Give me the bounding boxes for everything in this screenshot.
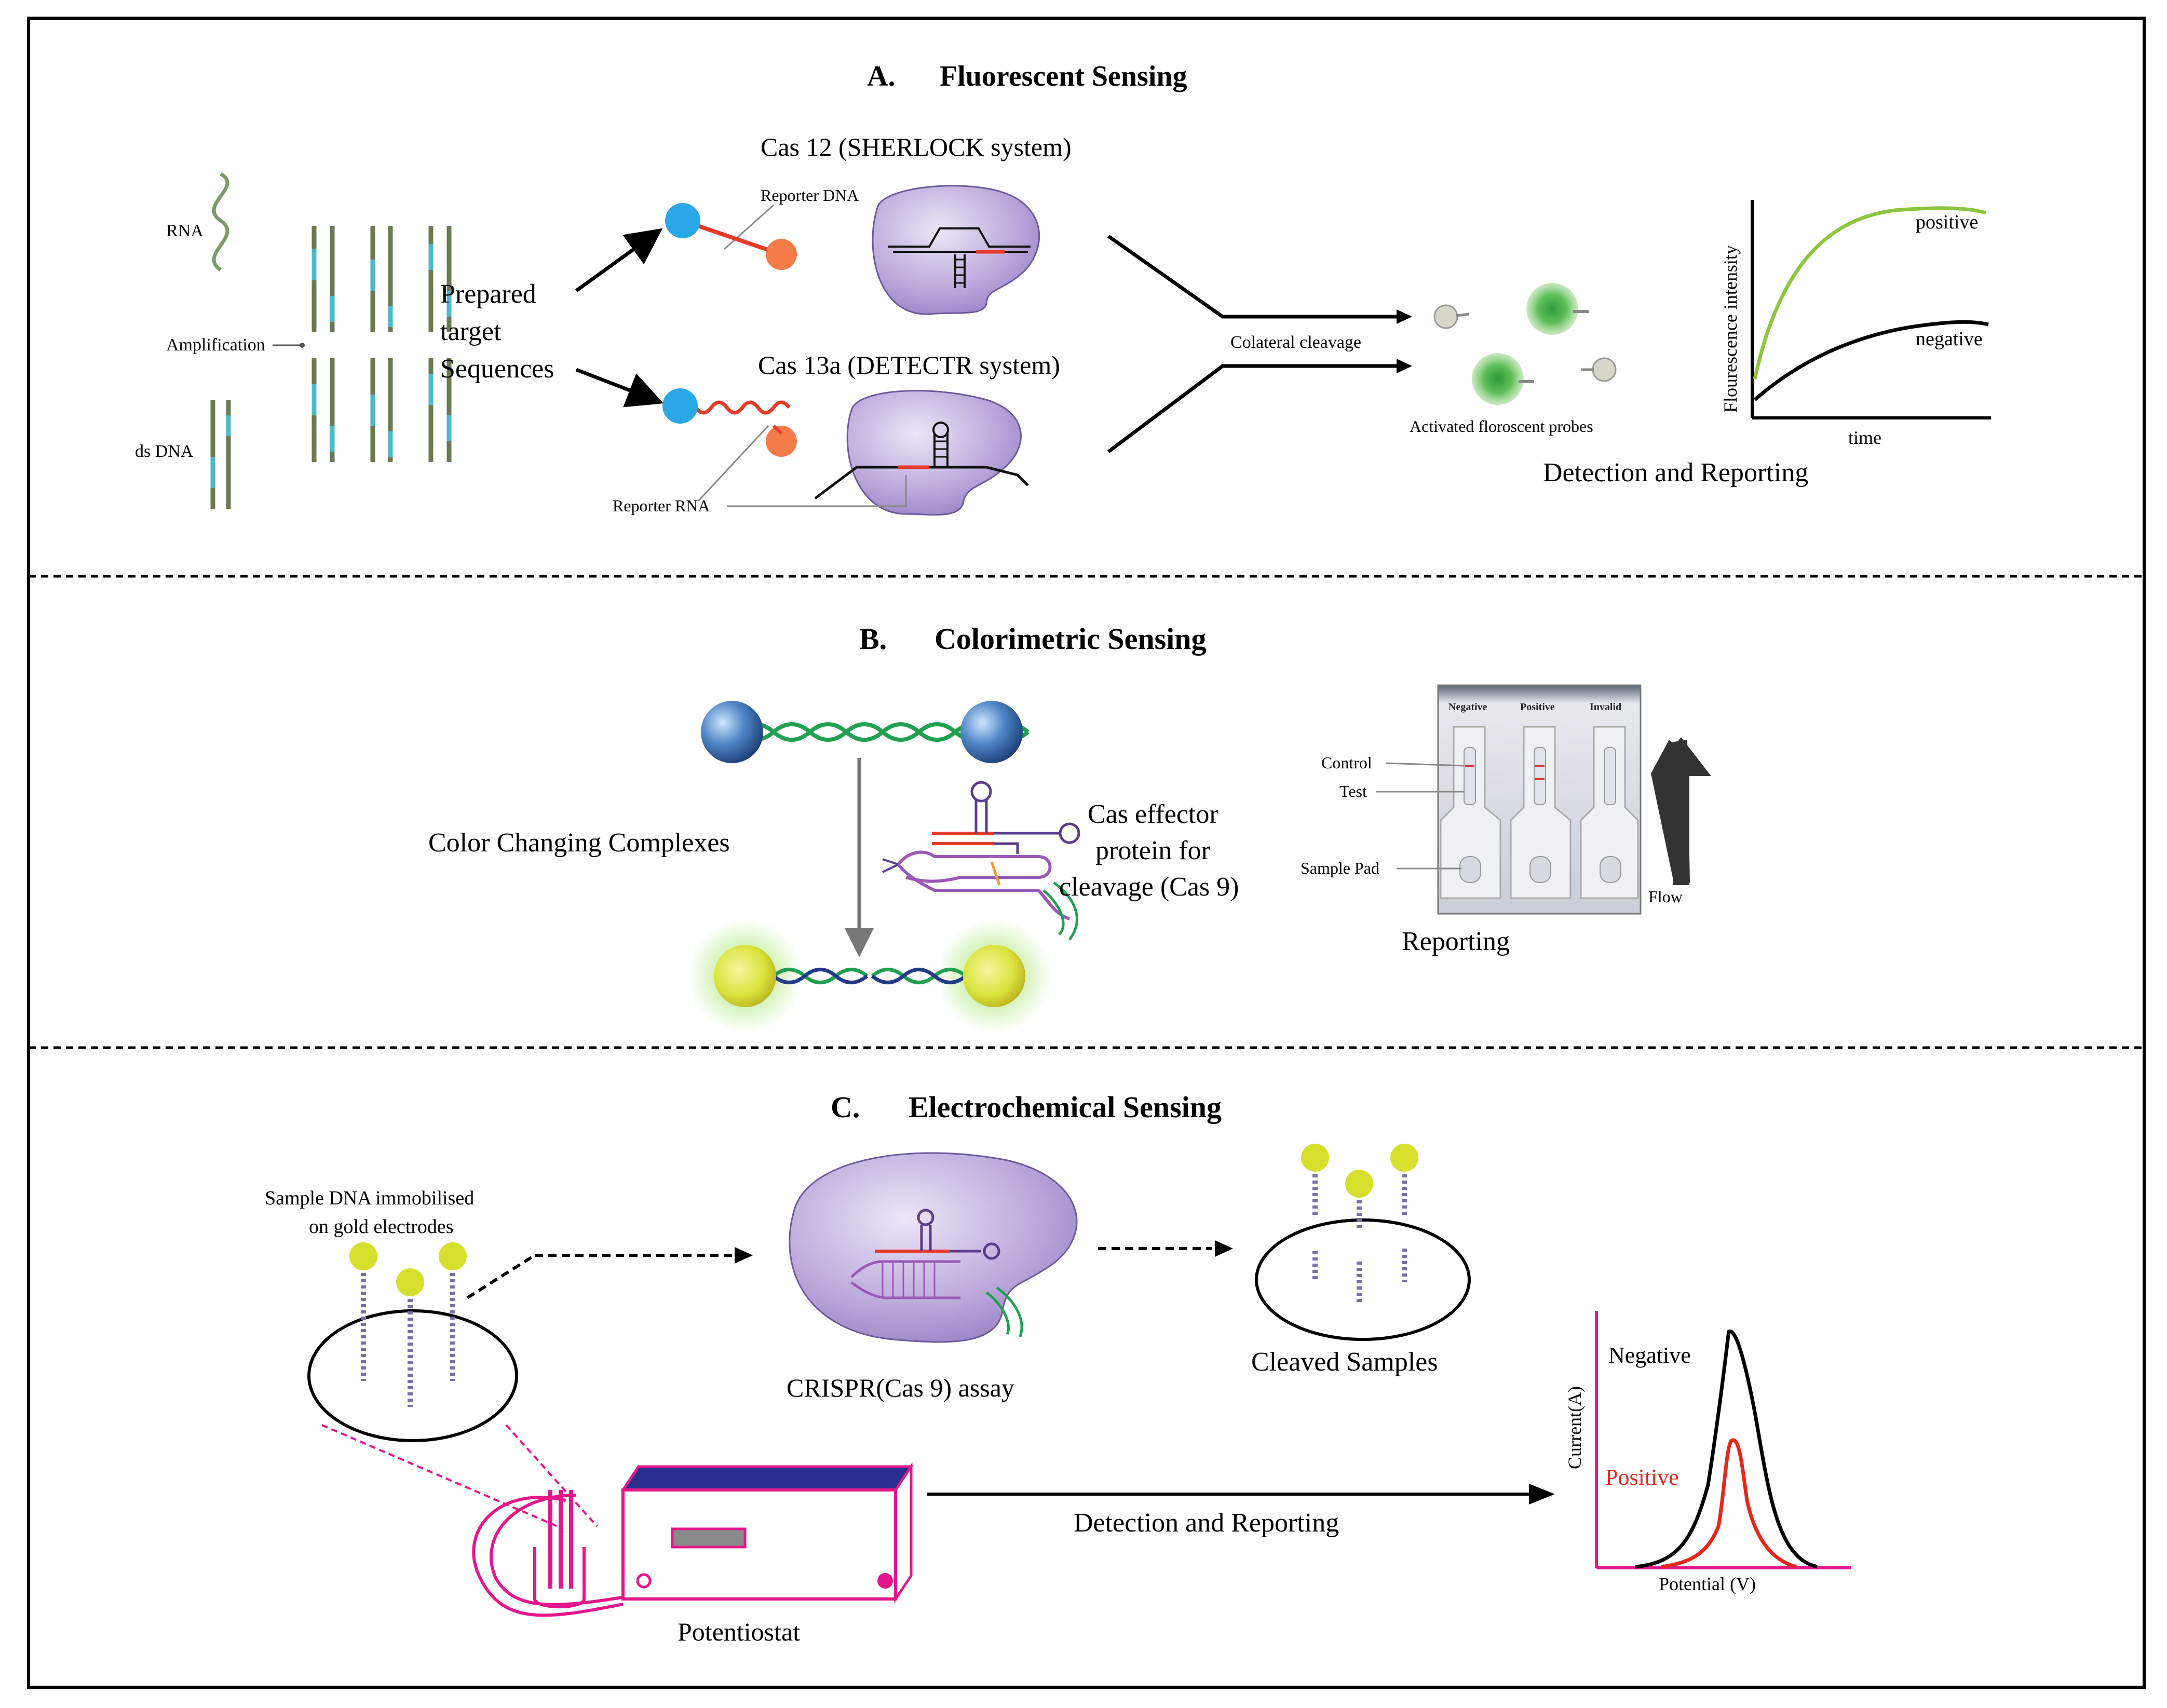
gold-nanoparticle-icon	[960, 701, 1023, 763]
prepared-target-line2: target	[440, 317, 502, 346]
plot-c-xlabel: Potential (V)	[1659, 1574, 1756, 1594]
panel-c: C. Electrochemical Sensing Sample DNA im…	[265, 1090, 1851, 1646]
negative-peak-curve	[1635, 1330, 1818, 1569]
cas-effector-line3: cleavage (Cas 9)	[1059, 872, 1239, 902]
strip-invalid	[1580, 726, 1639, 899]
crispr-assay-label: CRISPR(Cas 9) assay	[787, 1373, 1014, 1402]
strip-header-invalid: Invalid	[1590, 701, 1621, 713]
dashed-arrow-to-assay	[466, 1254, 536, 1299]
cleaved-dna-icon	[1301, 1144, 1418, 1303]
reporter-dna-label: Reporter DNA	[761, 186, 859, 205]
series-negative-label: negative	[1916, 328, 1983, 350]
gold-nanoparticle-icon	[701, 701, 763, 763]
nanoparticle-aggregated-icon	[714, 945, 776, 1007]
strip-header-positive: Positive	[1520, 701, 1555, 713]
panel-a: A. Fluorescent Sensing RNA Amplification…	[135, 60, 1991, 516]
panel-b-letter: B.	[859, 622, 887, 656]
strip-negative	[1440, 726, 1501, 899]
negative-curve	[1753, 320, 1989, 401]
activated-probes-icon	[1433, 283, 1617, 405]
cas-effector-line1: Cas effector	[1088, 799, 1218, 829]
amplification-label: Amplification	[166, 335, 265, 355]
flow-label: Flow	[1648, 887, 1683, 906]
sample-dna-line1: Sample DNA immobilised	[265, 1187, 474, 1209]
potentiostat-icon	[321, 1424, 914, 1617]
series-positive-label-c: Positive	[1605, 1465, 1679, 1490]
collateral-cleavage-label: Colateral cleavage	[1230, 333, 1361, 352]
collateral-cleavage-lines	[1107, 235, 1402, 453]
dna-linker-cleaved-right	[871, 968, 967, 984]
sample-pad-label: Sample Pad	[1301, 859, 1379, 877]
rna-strand-icon	[212, 172, 229, 272]
strip-header-negative: Negative	[1448, 701, 1487, 713]
cas9-protein-icon	[789, 1152, 1078, 1343]
color-changing-label: Color Changing Complexes	[428, 828, 730, 858]
series-negative-label-c: Negative	[1608, 1343, 1691, 1368]
prepared-target-line3: Sequences	[440, 354, 554, 384]
sample-dna-line2: on gold electrodes	[309, 1216, 454, 1238]
rna-label: RNA	[166, 221, 204, 240]
cas-effector-line2: protein for	[1095, 836, 1210, 865]
cas9-guide-icon	[882, 781, 1080, 941]
fluorophore-icon	[665, 203, 700, 238]
plot-c-ylabel: Current(A)	[1564, 1386, 1585, 1469]
plot-a-xlabel: time	[1848, 427, 1881, 448]
series-positive-label: positive	[1916, 211, 1978, 233]
voltammogram-plot: Negative Positive Potential (V) Current(…	[1564, 1311, 1851, 1594]
arrow-to-cas13	[575, 368, 664, 408]
nanoparticle-aggregated-icon	[963, 945, 1025, 1007]
panel-a-title: Fluorescent Sensing	[940, 60, 1187, 92]
reporter-rna-pointer	[727, 475, 907, 507]
panel-a-detection-label: Detection and Reporting	[1543, 458, 1808, 487]
positive-peak-curve	[1661, 1438, 1797, 1569]
immobilised-dna-icon	[349, 1242, 467, 1407]
activated-probes-label: Activated floroscent probes	[1410, 417, 1593, 436]
control-label: Control	[1321, 753, 1372, 772]
panel-b: B. Colorimetric Sensing Color Changing C…	[428, 622, 1711, 1033]
lateral-flow-strips: Negative Positive Invalid	[1437, 684, 1642, 915]
test-label: Test	[1339, 782, 1367, 801]
strip-positive	[1510, 726, 1572, 899]
amplified-strands-icon	[311, 226, 452, 462]
dna-linker-cleaved-left	[772, 968, 869, 984]
positive-curve	[1753, 206, 1986, 379]
quencher-icon	[766, 239, 797, 270]
dsdna-strand-icon	[210, 400, 231, 509]
cas9-assay-guide-icon	[850, 1209, 1023, 1337]
reporting-label: Reporting	[1402, 927, 1510, 956]
quencher-icon	[766, 426, 797, 457]
cas13-title: Cas 13a (DETECTR system)	[758, 350, 1060, 379]
cas12-protein-icon	[872, 185, 1040, 315]
panel-b-title: Colorimetric Sensing	[934, 622, 1207, 656]
panel-c-detection-label: Detection and Reporting	[1074, 1508, 1339, 1538]
reporter-rna-label: Reporter RNA	[613, 496, 710, 515]
figure-border	[27, 17, 2146, 1689]
fluorescence-plot: positive negative time Flourescence inte…	[1720, 200, 1991, 448]
prepared-target-line1: Prepared	[440, 279, 536, 309]
arrow-to-cas12	[575, 228, 663, 292]
cleaved-samples-label: Cleaved Samples	[1251, 1347, 1438, 1377]
panel-a-letter: A.	[867, 60, 895, 92]
potentiostat-label: Potentiostat	[678, 1617, 800, 1646]
cas12-title: Cas 12 (SHERLOCK system)	[761, 132, 1072, 161]
panel-c-letter: C.	[831, 1090, 860, 1124]
dsdna-label: ds DNA	[135, 442, 194, 461]
fluorophore-icon	[662, 388, 698, 424]
plot-a-ylabel: Flourescence intensity	[1720, 245, 1741, 413]
reporter-dna-pointer	[723, 204, 775, 250]
panel-c-title: Electrochemical Sensing	[909, 1090, 1222, 1124]
cleaved-electrode	[1255, 1218, 1471, 1341]
